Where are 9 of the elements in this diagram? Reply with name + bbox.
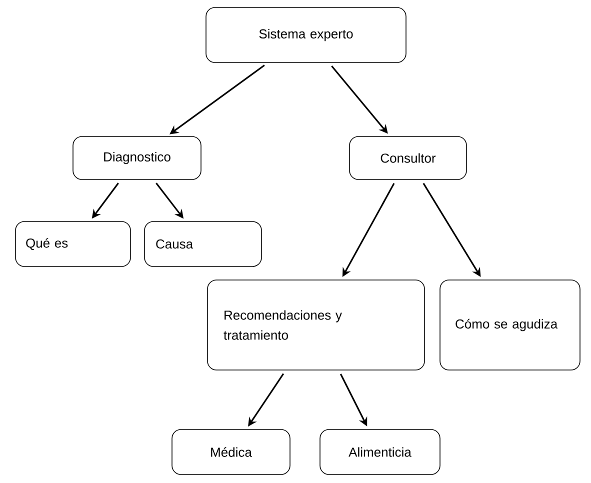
process-box: Diagnostico bbox=[72, 136, 202, 180]
process-box: Consultor bbox=[349, 136, 467, 180]
process-box: Causa bbox=[144, 221, 262, 267]
process-box: Sistema experto bbox=[206, 7, 406, 63]
process-box: Alimenticia bbox=[320, 429, 440, 475]
process-box: Qué es bbox=[15, 221, 131, 267]
process-box: Médica bbox=[172, 429, 290, 475]
process-box: Cómo se agudiza bbox=[440, 280, 580, 370]
process-box: Recomendaciones y tratamiento bbox=[207, 280, 425, 370]
